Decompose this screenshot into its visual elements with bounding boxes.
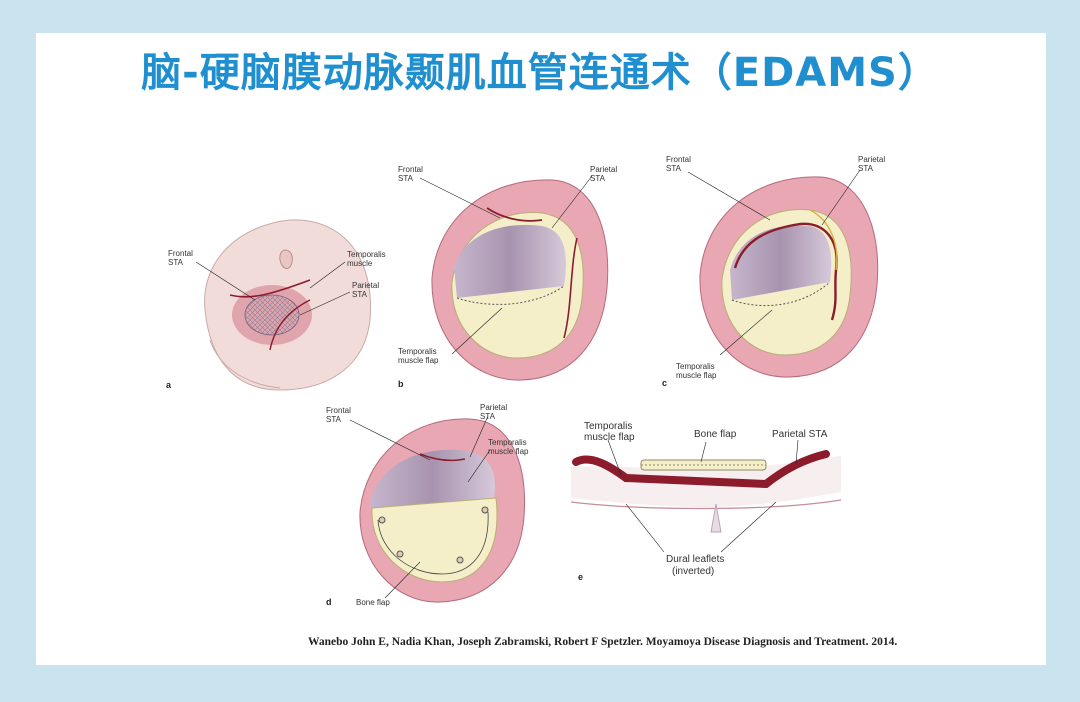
d-temporalis-label-1: Temporalis bbox=[488, 438, 527, 447]
e-dural-label-2: (inverted) bbox=[672, 566, 714, 577]
panel-c-illustration: Frontal STA Parietal STA Temporalis musc… bbox=[662, 155, 885, 388]
b-parietal-label-2: STA bbox=[590, 174, 606, 183]
b-parietal-label-1: Parietal bbox=[590, 165, 617, 174]
a-parietal-label-1: Parietal bbox=[352, 281, 379, 290]
a-temporalis-label-1: Temporalis bbox=[347, 250, 386, 259]
panel-d-illustration: Frontal STA Parietal STA Temporalis musc… bbox=[326, 403, 529, 607]
panel-d-letter: d bbox=[326, 597, 332, 607]
panel-e-cross-section: Temporalis muscle flap Bone flap Parieta… bbox=[570, 421, 842, 582]
b-temporalis-label-1: Temporalis bbox=[398, 347, 437, 356]
c-frontal-label-1: Frontal bbox=[666, 155, 691, 164]
e-temporalis-label-1: Temporalis bbox=[584, 421, 632, 432]
panel-a-head-illustration: Frontal STA Temporalis muscle Parietal S… bbox=[166, 219, 386, 391]
a-frontal-label-2: STA bbox=[168, 258, 184, 267]
b-frontal-label-1: Frontal bbox=[398, 165, 423, 174]
d-parietal-label-1: Parietal bbox=[480, 403, 507, 412]
e-bone-flap-label: Bone flap bbox=[694, 429, 737, 440]
panel-c-letter: c bbox=[662, 378, 667, 388]
panel-b-illustration: Frontal STA Parietal STA Temporalis musc… bbox=[398, 165, 617, 389]
a-temporalis-label-2: muscle bbox=[347, 259, 373, 268]
a-frontal-label-1: Frontal bbox=[168, 249, 193, 258]
panel-b-letter: b bbox=[398, 379, 404, 389]
panel-e-letter: e bbox=[578, 572, 583, 582]
c-temporalis-label-1: Temporalis bbox=[676, 362, 715, 371]
c-parietal-label-2: STA bbox=[858, 164, 874, 173]
e-dural-label-1: Dural leaflets bbox=[666, 554, 724, 565]
a-parietal-label-2: STA bbox=[352, 290, 368, 299]
d-parietal-label-2: STA bbox=[480, 412, 496, 421]
c-temporalis-label-2: muscle flap bbox=[676, 371, 717, 380]
e-parietal-sta-label: Parietal STA bbox=[772, 429, 828, 440]
d-bone-flap-label: Bone flap bbox=[356, 598, 390, 607]
page-title: 脑-硬脑膜动脉颞肌血管连通术（EDAMS） bbox=[141, 50, 939, 96]
d-temporalis-label-2: muscle flap bbox=[488, 447, 529, 456]
d-frontal-label-2: STA bbox=[326, 415, 342, 424]
c-frontal-label-2: STA bbox=[666, 164, 682, 173]
c-parietal-label-1: Parietal bbox=[858, 155, 885, 164]
b-temporalis-label-2: muscle flap bbox=[398, 356, 439, 365]
d-frontal-label-1: Frontal bbox=[326, 406, 351, 415]
b-frontal-label-2: STA bbox=[398, 174, 414, 183]
citation: Wanebo John E, Nadia Khan, Joseph Zabram… bbox=[308, 636, 898, 648]
panel-a-letter: a bbox=[166, 380, 172, 390]
e-temporalis-label-2: muscle flap bbox=[584, 432, 635, 443]
